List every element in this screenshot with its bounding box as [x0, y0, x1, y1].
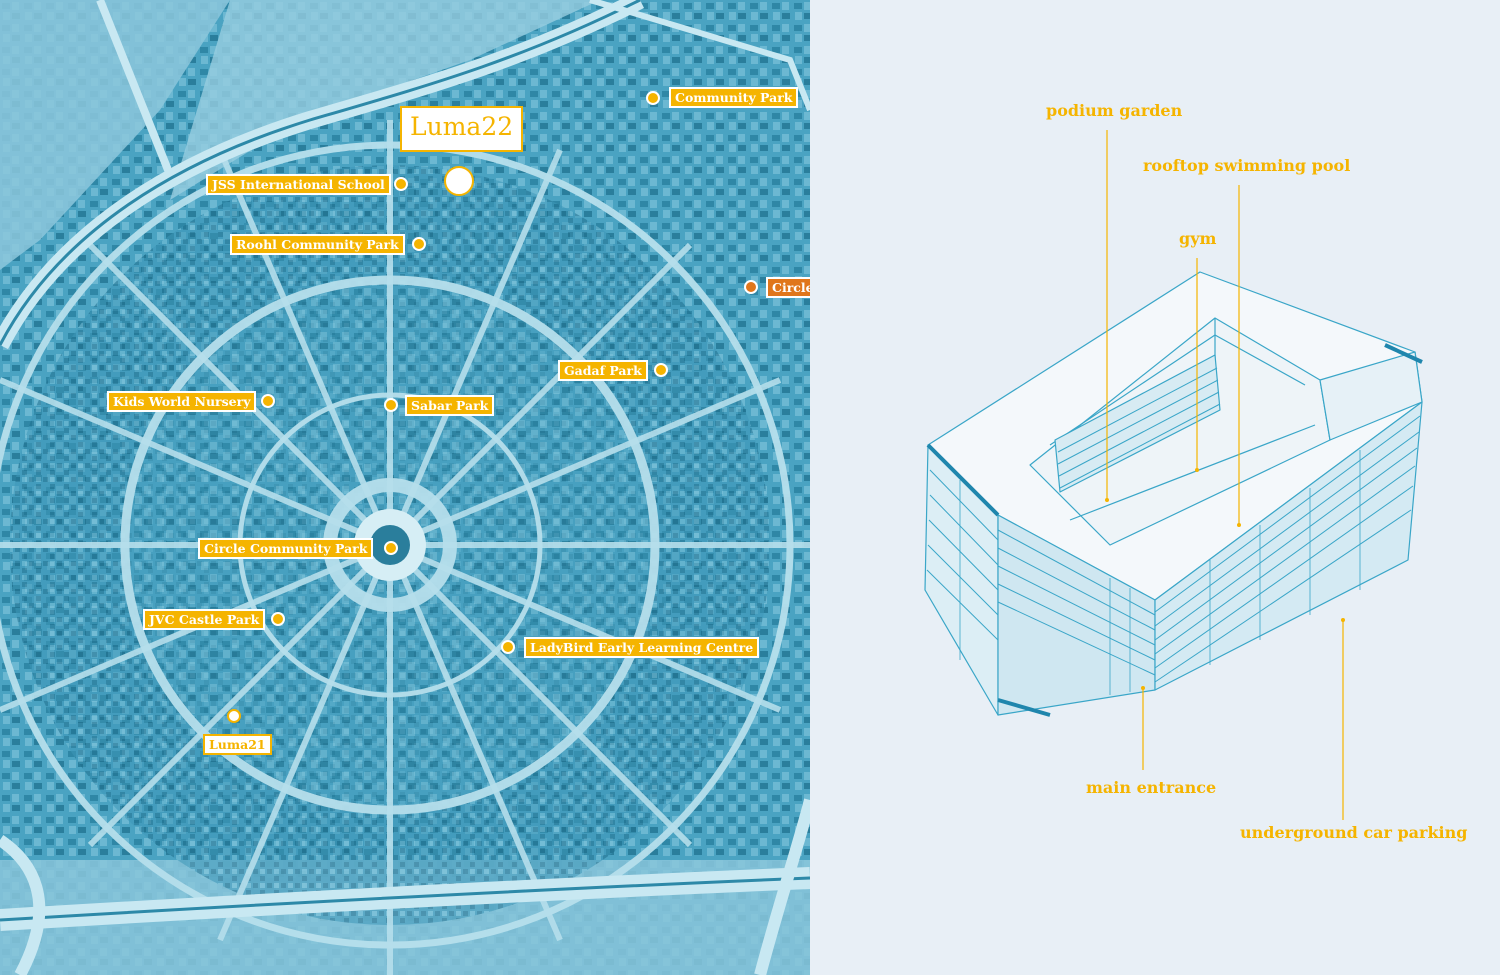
label-ladybird[interactable]: LadyBird Early Learning Centre	[524, 637, 760, 658]
label-jvc-castle-park[interactable]: JVC Castle Park	[143, 609, 266, 630]
map-base	[0, 0, 810, 975]
label-circle-mall[interactable]: Circle	[766, 277, 810, 298]
luma21-marker[interactable]	[227, 709, 241, 723]
label-sabar-park[interactable]: Sabar Park	[405, 395, 495, 416]
label-main-entrance: main entrance	[1086, 778, 1217, 797]
label-community-park[interactable]: Community Park	[669, 87, 799, 108]
label-kids-world[interactable]: Kids World Nursery	[107, 391, 257, 412]
label-rooftop-pool: rooftop swimming pool	[1143, 156, 1351, 175]
label-underground-parking: underground car parking	[1240, 823, 1468, 842]
roohl-park-pin[interactable]	[412, 237, 426, 251]
label-gym: gym	[1179, 229, 1217, 248]
label-luma22[interactable]: Luma22	[400, 106, 524, 152]
jss-school-pin[interactable]	[394, 177, 408, 191]
community-park-pin[interactable]	[646, 91, 660, 105]
label-gadaf-park[interactable]: Gadaf Park	[558, 360, 648, 381]
gadaf-park-pin[interactable]	[654, 363, 668, 377]
luma22-marker[interactable]	[444, 166, 474, 196]
label-circle-community-park[interactable]: Circle Community Park	[198, 538, 374, 559]
label-roohl-park[interactable]: Roohl Community Park	[230, 234, 405, 255]
label-luma21[interactable]: Luma21	[203, 734, 272, 755]
kids-world-pin[interactable]	[261, 394, 275, 408]
building-diagram: podium garden rooftop swimming pool gym …	[810, 0, 1500, 975]
jvc-castle-park-pin[interactable]	[271, 612, 285, 626]
circle-community-park-pin[interactable]	[384, 541, 398, 555]
label-jss-school[interactable]: JSS International School	[206, 174, 391, 195]
isometric-building	[924, 130, 1423, 820]
aerial-map[interactable]: Luma22 Community Park JSS International …	[0, 0, 810, 975]
ladybird-pin[interactable]	[501, 640, 515, 654]
sabar-park-pin[interactable]	[384, 398, 398, 412]
circle-mall-pin[interactable]	[744, 280, 758, 294]
label-podium-garden: podium garden	[1046, 101, 1183, 120]
